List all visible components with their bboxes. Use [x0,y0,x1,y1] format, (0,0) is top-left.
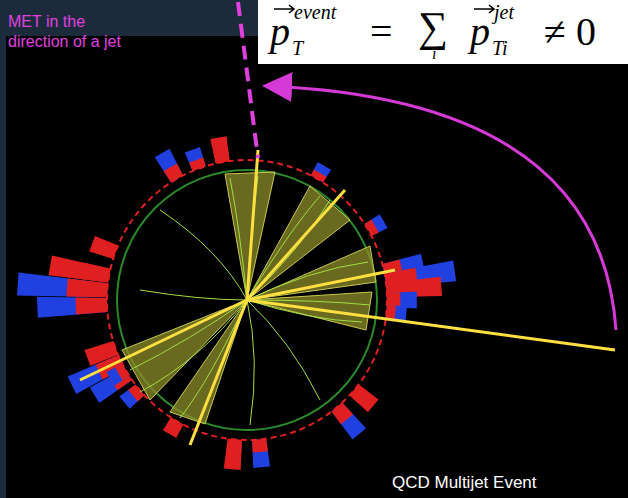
jet-axes [80,150,615,445]
energy-bar [17,273,108,298]
energy-bar [155,149,183,183]
energy-bar [252,439,270,468]
callout-arrow [268,86,616,330]
energy-bar [119,385,144,409]
energy-bar [210,136,229,163]
formula-part: Ti [492,38,508,58]
energy-bar [350,385,379,413]
caption-label: QCD Multijet Event [392,472,537,493]
formula-part: ≠ 0 [544,12,596,52]
formula-part: i [432,46,436,62]
formula-box: peventT=∑ipjetTi≠ 0 [258,0,628,64]
callout-label: MET in the direction of a jet [8,12,126,52]
energy-bar [365,214,388,236]
formula-part: event [294,2,336,22]
energy-bar [164,163,183,182]
met-line [238,2,258,158]
energy-bar [311,162,331,182]
energy-bar [81,263,110,283]
energy-bar [189,158,206,171]
energy-bar [76,297,108,314]
energy-bar [163,418,183,438]
formula-part: T [292,38,303,58]
formula-part: p [470,12,490,52]
jet-cones [122,172,376,424]
energy-bar [37,297,108,318]
formula-part: jet [494,2,514,22]
formula-part: = [370,12,393,52]
calorimeter-bars [17,136,456,470]
formula-part: p [270,12,290,52]
energy-bar [67,278,109,297]
energy-bar [128,385,144,402]
energy-bar [226,439,242,454]
display-panel [6,36,628,498]
formula-part: ∑ [418,6,448,48]
energy-bar [332,403,354,425]
energy-bar [224,439,242,470]
